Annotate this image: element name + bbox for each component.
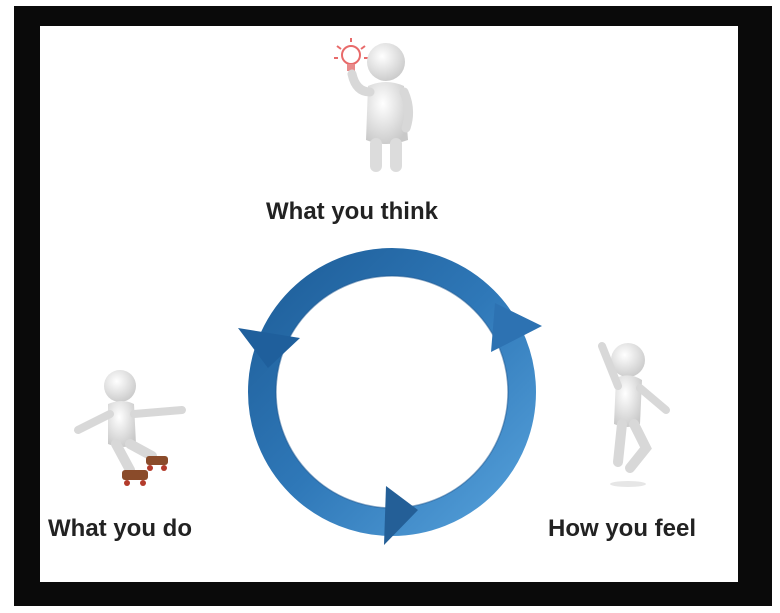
- label-how-you-feel: How you feel: [548, 515, 697, 542]
- label-what-you-think: What you think: [266, 198, 438, 225]
- cycle-arrows: [238, 248, 542, 545]
- thinking-figure-icon: [334, 38, 414, 172]
- cycle-ring: [248, 248, 536, 536]
- roller-skating-figure-icon: [74, 370, 186, 486]
- arrowhead-top-left-icon: [238, 328, 300, 368]
- arrowhead-bottom-icon: [384, 486, 418, 545]
- lightbulb-icon: [334, 38, 368, 71]
- jumping-figure-icon: [598, 342, 670, 487]
- cycle-ring-inner-edge: [275, 275, 509, 509]
- arrowhead-right-icon: [491, 303, 542, 352]
- label-what-you-do: What you do: [48, 515, 192, 542]
